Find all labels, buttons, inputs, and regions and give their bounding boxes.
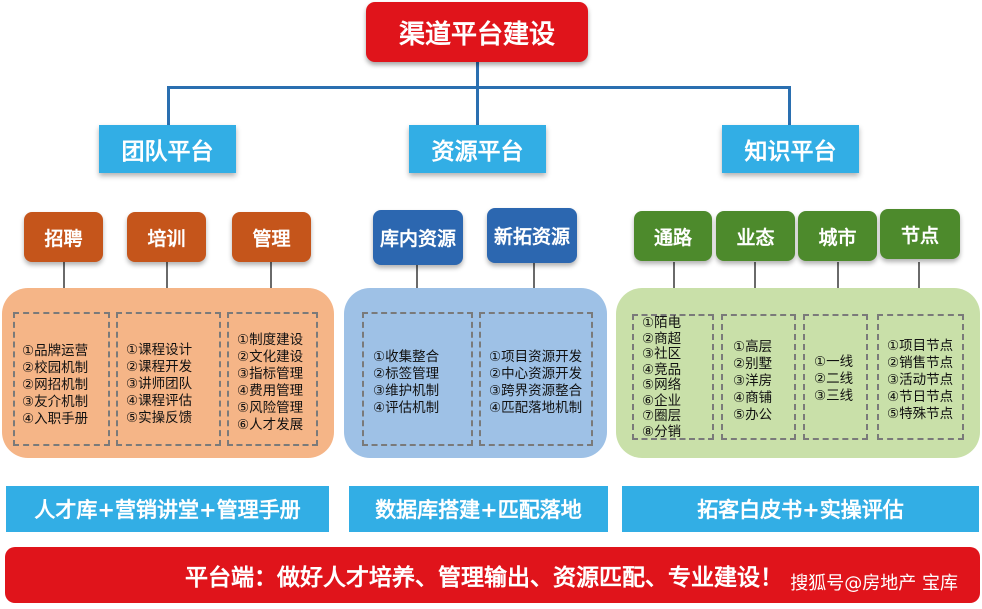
list-recruit: ①品牌运营 ②校园机制 ②网招机制 ③友介机制 ④入职手册 [13,312,110,446]
panel-resource [344,288,607,458]
sub-node: 节点 [880,209,960,259]
list-item: ①收集整合 [373,349,440,365]
summary-resource: 数据库搭建+匹配落地 [349,486,608,532]
connector-knowledge [788,86,791,126]
list-item: ①高层 [733,339,773,355]
list-item: ②中心资源开发 [489,366,583,382]
list-item: ①课程设计 [126,342,193,358]
list-item: ⑥人才发展 [237,417,304,433]
list-item: ①项目资源开发 [489,349,583,365]
list-item: ②二线 [814,371,854,387]
list-training: ①课程设计 ②课程开发 ③讲师团队 ④课程评估 ⑤实操反馈 [116,312,221,446]
root-node: 渠道平台建设 [366,2,588,62]
list-item: ③洋房 [733,373,773,389]
connector-sub-4 [416,262,418,312]
list-item: ⑤风险管理 [237,400,304,416]
platform-knowledge: 知识平台 [722,125,859,173]
platform-team: 团队平台 [99,125,236,173]
list-internal-resource: ①收集整合 ②标签管理 ③维护机制 ④评估机制 [362,312,473,446]
list-item: ①陌电 [642,315,682,331]
list-item: ③友介机制 [22,394,89,410]
list-item: ③指标管理 [237,366,304,382]
list-item: ③活动节点 [887,372,954,388]
summary-knowledge: 拓客白皮书+实操评估 [622,486,979,532]
list-item: ④商铺 [733,390,773,406]
list-item: ④评估机制 [373,400,440,416]
list-item: ⑧分销 [642,423,682,440]
connector-horizontal [167,86,791,89]
list-item: ③维护机制 [373,383,440,399]
list-item: ①一线 [814,354,854,370]
list-item: ②课程开发 [126,359,193,375]
list-item: ⑤网络 [642,377,682,393]
list-item: ④费用管理 [237,383,304,399]
bottom-banner: 平台端：做好人才培养、管理输出、资源匹配、专业建设！ [5,547,980,603]
connector-sub-5 [533,262,535,312]
list-item: ②文化建设 [237,349,304,365]
list-item: ②商超 [642,330,682,347]
list-item: ⑦圈层 [642,408,682,424]
list-item: ③跨界资源整合 [489,383,583,399]
list-item: ②销售节点 [887,355,954,371]
list-business-type: ①高层 ②别墅 ③洋房 ④商铺 ⑤办公 [721,314,796,440]
sub-recruit: 招聘 [24,212,103,262]
list-item: ②标签管理 [373,366,440,382]
connector-resource [476,86,479,126]
list-new-resource: ①项目资源开发 ②中心资源开发 ③跨界资源整合 ④匹配落地机制 [479,312,593,446]
list-item: ⑤办公 [733,407,773,423]
list-item: ②校园机制 [22,360,89,376]
list-item: ②网招机制 [22,377,89,393]
sub-channel: 通路 [634,211,712,261]
sub-city: 城市 [798,211,877,261]
connector-sub-1 [63,262,65,312]
list-item: ⑤特殊节点 [887,406,954,422]
list-item: ①品牌运营 [22,343,89,359]
connector-team [167,86,170,126]
list-item: ①制度建设 [237,332,304,348]
platform-resource: 资源平台 [409,125,546,173]
sub-new-resource: 新拓资源 [487,208,577,263]
panel-knowledge [616,288,980,458]
list-item: ④竞品 [642,361,682,378]
list-management: ①制度建设 ②文化建设 ③指标管理 ④费用管理 ⑤风险管理 ⑥人才发展 [227,312,318,446]
connector-sub-2 [166,262,168,312]
connector-root-down [476,62,479,88]
list-item: ③社区 [642,346,682,362]
list-city: ①一线 ②二线 ③三线 [803,314,868,440]
panel-team [2,288,334,458]
list-item: ⑥企业 [642,392,682,409]
list-item: ①项目节点 [887,338,954,354]
list-item: ②别墅 [733,356,773,372]
connector-sub-3 [270,262,272,312]
sub-training: 培训 [127,212,206,262]
list-item: ③三线 [814,388,854,404]
list-item: ④节日节点 [887,389,954,405]
watermark: 搜狐号@房地产 宝库 [790,573,958,594]
list-item: ③讲师团队 [126,376,193,392]
list-item: ⑤实操反馈 [126,410,193,426]
bottom-banner-text: 平台端：做好人才培养、管理输出、资源匹配、专业建设！ [185,565,783,591]
sub-internal-resource: 库内资源 [373,210,463,265]
summary-team: 人才库+营销讲堂+管理手册 [6,486,329,532]
list-item: ④课程评估 [126,393,193,409]
list-item: ④匹配落地机制 [489,400,583,416]
sub-business-type: 业态 [716,211,795,261]
list-node: ①项目节点 ②销售节点 ③活动节点 ④节日节点 ⑤特殊节点 [877,314,964,440]
list-item: ④入职手册 [22,411,89,427]
sub-management: 管理 [232,212,311,262]
list-channel: ①陌电 ②商超 ③社区 ④竞品 ⑤网络 ⑥企业 ⑦圈层 ⑧分销 [632,314,714,440]
